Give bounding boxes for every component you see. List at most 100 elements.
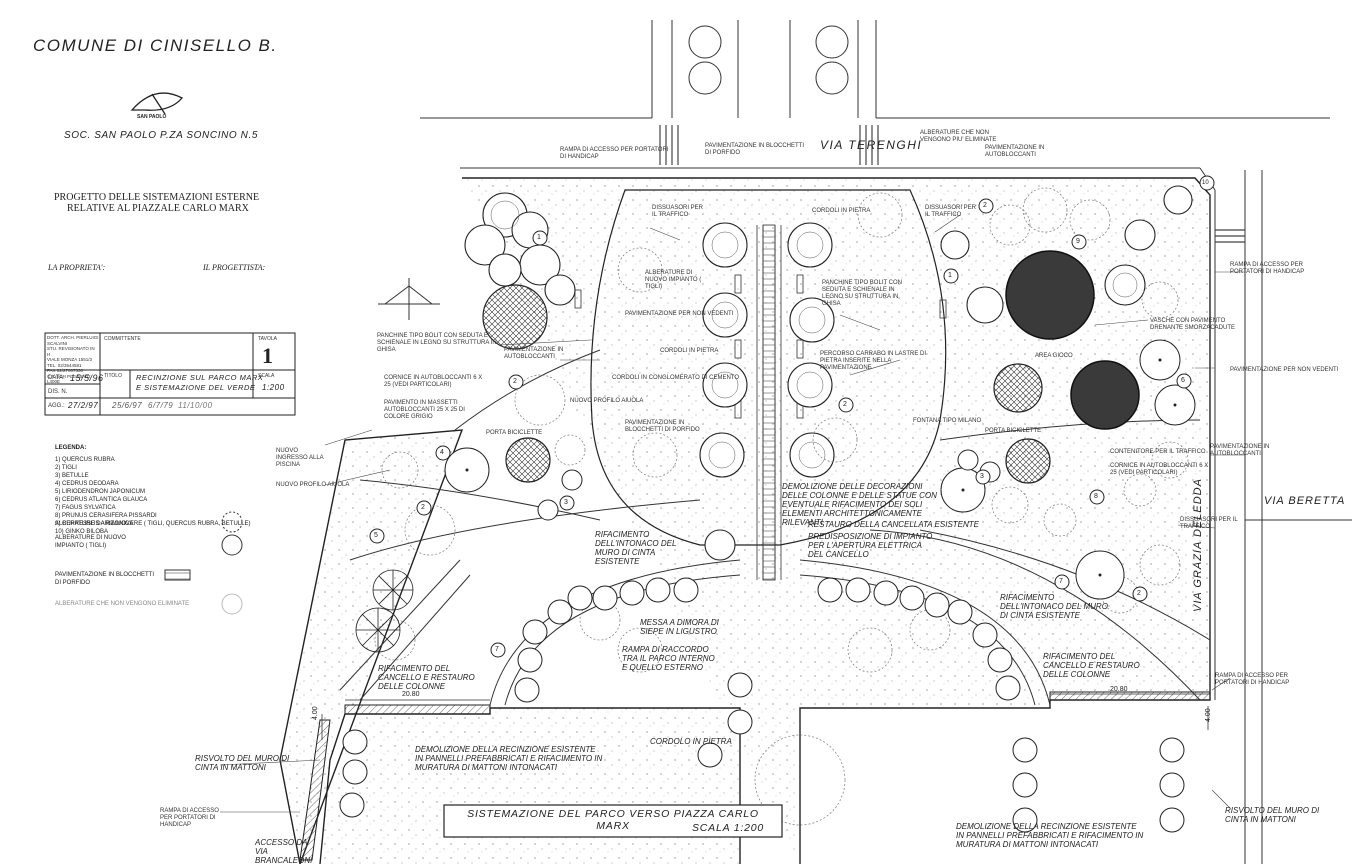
drawing-title-2: E SISTEMAZIONE DEL VERDE	[136, 383, 256, 392]
project-title-1: PROGETTO DELLE SISTEMAZIONI ESTERNE	[54, 192, 260, 203]
note-stone-path: PERCORSO CARRABO IN LASTRE DI PIETRA INS…	[820, 351, 927, 371]
west-path	[454, 349, 601, 431]
note-wall-return-east: RISVOLTO DEL MURO DI CINTA IN MATTONI	[1225, 806, 1320, 824]
note-traffic-east: DISSUASORI PER IL TRAFFICO	[925, 205, 977, 218]
street-via-beretta: VIA BERETTA	[1264, 495, 1346, 507]
note-gate-east: RIFACIMENTO DEL CANCELLO E RESTAURO DELL…	[1043, 652, 1140, 679]
legend-list: 1) QUERCUS RUBRA 2) TIGLI 3) BETULLE 4) …	[55, 457, 157, 535]
play-area-circle-2	[1070, 360, 1140, 430]
firm-details: DOTT. ARCH. PIERLUIGI SCALVINI STU. REVI…	[47, 335, 99, 384]
legend-paving-2: DI PORFIDO	[55, 580, 91, 586]
note-blind-paving-east: PAVIMENTAZIONE PER NON VEDENTI	[1230, 367, 1339, 373]
note-cornice-west: CORNICE IN AUTOBLOCCANTI 6 X 25 (VEDI PA…	[384, 375, 483, 388]
note-trees-kept-north: ALBERATURE CHE NON VENGONO PIU' ELIMINAT…	[920, 130, 997, 143]
note-traffic-west: DISSUASORI PER IL TRAFFICO	[652, 205, 704, 218]
title-block-frame	[44, 332, 296, 416]
tree-number: 1	[948, 272, 952, 279]
tree-number: 5	[374, 532, 378, 539]
legend-title: LEGENDA:	[55, 445, 87, 451]
dimension-side-east: 4.00	[1205, 708, 1212, 722]
note-stone-curb-center: CORDOLI IN PIETRA	[660, 348, 719, 354]
crosswalks	[659, 125, 1245, 243]
company-name: SOC. SAN PAOLO P.ZA SONCINO N.5	[64, 130, 259, 141]
arc-tree-row	[339, 449, 1185, 833]
revision-date-2: 25/6/97	[112, 401, 143, 410]
tree-number: 9	[1076, 238, 1080, 245]
light-trees	[374, 187, 1189, 826]
tree-number: 10	[1202, 180, 1209, 186]
note-benches-west: PANCHINE TIPO BOLIT CON SEDUTA E SCHIENA…	[377, 333, 497, 353]
note-gate-west: RIFACIMENTO DEL CANCELLO E RESTAURO DELL…	[378, 664, 475, 691]
revision-date-3: 6/7/79	[148, 401, 174, 410]
legend-paving-1: PAVIMENTAZIONE IN BLOCCHETTI	[55, 572, 155, 578]
note-paving-west: PAVIMENTAZIONE IN AUTOBLOCCANTI	[504, 347, 564, 360]
note-stone-curb-top: CORDOLI IN PIETRA	[812, 208, 871, 214]
tree-number: 2	[843, 401, 847, 408]
bottom-title-frame	[443, 804, 783, 838]
central-walkway	[756, 224, 782, 581]
tree-number: 2	[983, 202, 987, 209]
note-new-flowerbed: NUOVO PROFILO AIUOLA	[570, 398, 644, 404]
scale-label: SCALA	[258, 373, 275, 379]
client-label: COMMITTENTE	[104, 336, 141, 342]
legend-new-trees-1: ALBERATURE DI NUOVO	[55, 535, 126, 541]
date-value: 15/5/96	[70, 373, 104, 383]
note-benches-center: PANCHINE TIPO BOLIT CON SEDUTA E SCHIENA…	[822, 280, 903, 307]
note-traffic-east-2: DISSUASORI PER IL TRAFFICO	[1180, 517, 1238, 530]
play-area-circle-1	[1005, 250, 1095, 340]
logo-text: SAN PAOLO	[137, 114, 167, 120]
tree-number: 1	[537, 234, 541, 241]
note-plaster-east: RIFACIMENTO DELL'INTONACO DEL MURO DI CI…	[1000, 593, 1108, 620]
sheet-number: 1	[262, 343, 273, 368]
note-stone-curb-bottom: CORDOLO IN PIETRA	[650, 737, 732, 746]
compass-symbol	[378, 278, 440, 320]
street-grid	[420, 20, 1352, 864]
bottom-scale: SCALA 1:200	[691, 822, 764, 834]
tree-number: 7	[495, 646, 499, 653]
arc-east	[799, 559, 1051, 706]
street-via-grazia-deledda: VIA GRAZIA DELEDDA	[1192, 478, 1204, 612]
dimension-east: 20.80	[1110, 686, 1128, 693]
legend-new-trees-2: IMPIANTO ( TIGLI)	[55, 543, 107, 549]
tree-number: 3	[564, 499, 568, 506]
note-paving-blocks-north: PAVIMENTAZIONE IN BLOCCHETTI DI PORFIDO	[705, 143, 805, 156]
note-restore-gate: RESTAURO DELLA CANCELLATA ESISTENTE	[808, 520, 980, 529]
note-new-trees-center: ALBERATURE DI NUOVO IMPIANTO ( TIGLI)	[645, 270, 702, 290]
tree-number: 4	[440, 449, 444, 456]
title-label: TITOLO	[104, 373, 122, 379]
municipality-title: COMUNE DI CINISELLO B.	[33, 36, 278, 55]
note-demolish-west: DEMOLIZIONE DELLA RECINZIONE ESISTENTE I…	[415, 745, 603, 772]
dimension-side-west: 4.00	[312, 706, 319, 720]
note-play-area: AREA GIOCO	[1035, 353, 1073, 359]
note-blind-paving-center: PAVIMENTAZIONE PER NON VEDENTI	[625, 311, 734, 317]
note-ramp-north: RAMPA DI ACCESSO PER PORTATORI DI HANDIC…	[560, 147, 669, 160]
sheet-label: TAVOLA	[258, 336, 277, 342]
note-self-locking-north: PAVIMENTAZIONE IN AUTOBLOCCANTI	[985, 145, 1045, 158]
legend-symbols	[164, 511, 243, 615]
note-hedge: MESSA A DIMORA DI SIEPE IN LIGUSTRO	[640, 618, 719, 636]
scale-value: 1:200	[262, 383, 285, 392]
note-traffic-container: CONTENITORE PER IL TRAFFICO	[1110, 449, 1206, 455]
date-label: DATA:	[48, 375, 65, 381]
note-ramp-east: RAMPA DI ACCESSO PER PORTATORI DI HANDIC…	[1230, 262, 1305, 275]
tree-clusters	[464, 185, 1193, 561]
note-ramp-se: RAMPA DI ACCESSO PER PORTATORI DI HANDIC…	[1215, 673, 1290, 686]
revision-date-1: 27/2/97	[68, 401, 99, 410]
note-pool-entrance: NUOVO INGRESSO ALLA PISCINA	[276, 448, 324, 468]
note-plaster-west: RIFACIMENTO DELL'INTONACO DEL MURO DI CI…	[595, 530, 677, 566]
street-trees-top	[688, 25, 849, 95]
note-demolish-east: DEMOLIZIONE DELLA RECINZIONE ESISTENTE I…	[956, 822, 1144, 849]
note-wall-return-west: RISVOLTO DEL MURO DI CINTA IN MATTONI	[195, 754, 290, 772]
note-cornice-east: CORNICE IN AUTOBLOCCANTI 6 X 25 (VEDI PA…	[1110, 463, 1209, 476]
note-ramp-sw: RAMPA DI ACCESSO PER PORTATORI DI HANDIC…	[160, 808, 219, 828]
note-self-locking-east: PAVIMENTAZIONE IN AUTOBLOCCANTI	[1210, 444, 1270, 457]
revision-label: AGG.:	[48, 403, 65, 409]
tree-number: 2	[421, 504, 425, 511]
note-flowerbed-west: NUOVO PROFILO AIUOLA	[276, 482, 350, 488]
tree-number: 3	[980, 473, 984, 480]
tree-number: 8	[1094, 493, 1098, 500]
note-electrical: PREDISPOSIZIONE DI IMPIANTO PER L'APERTU…	[808, 532, 933, 559]
note-paving-concrete: PAVIMENTO IN MASSETTI AUTOBLOCCANTI 25 X…	[384, 400, 465, 420]
project-title-2: RELATIVE AL PIAZZALE CARLO MARX	[67, 203, 249, 214]
revision-date-4: 11/10/00	[178, 401, 213, 410]
